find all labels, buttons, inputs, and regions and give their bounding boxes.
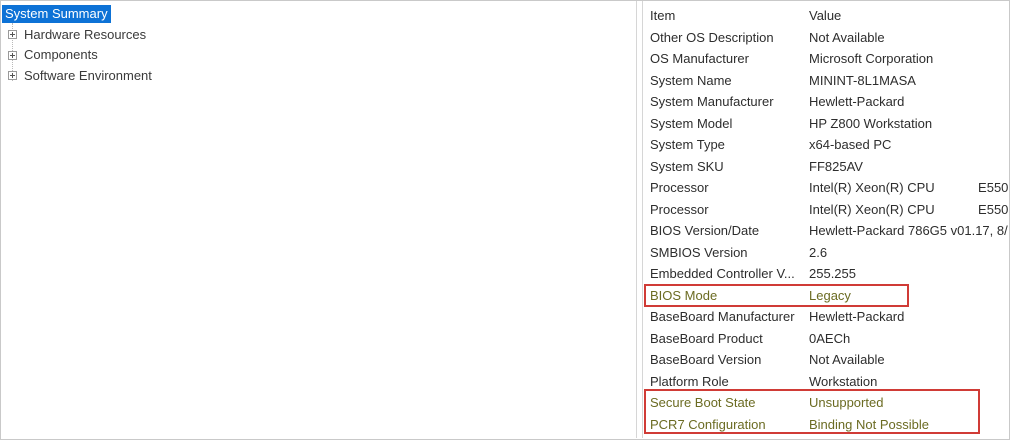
- item-cell: Secure Boot State: [650, 395, 756, 410]
- item-cell: OS Manufacturer: [650, 51, 749, 66]
- value-cell: Hewlett-Packard: [809, 309, 905, 324]
- column-header-value[interactable]: Value: [809, 8, 842, 23]
- table-row-smbios-version[interactable]: SMBIOS Version 2.6: [643, 242, 1009, 264]
- table-row-embedded-controller-v[interactable]: Embedded Controller V... 255.255: [643, 263, 1009, 285]
- item-cell: System Name: [650, 72, 732, 88]
- value-cell: FF825AV: [809, 158, 863, 174]
- tree-item-label: Hardware Resources: [24, 26, 147, 42]
- value-cell: 2.6: [809, 244, 828, 260]
- item-cell: System Type: [650, 137, 725, 152]
- item-cell: BaseBoard Product: [650, 330, 763, 346]
- tree-item-hardware-resources[interactable]: Hardware Resources: [1, 25, 636, 46]
- value-cell: Intel(R) Xeon(R) CPU E5506: [809, 180, 1009, 195]
- table-row-processor[interactable]: Processor Intel(R) Xeon(R) CPU E5506: [643, 177, 1009, 199]
- table-row-baseboard-product[interactable]: BaseBoard Product 0AECh: [643, 328, 1009, 350]
- value-cell: Hewlett-Packard: [809, 94, 905, 109]
- table-row-bios-version-date[interactable]: BIOS Version/Date Hewlett-Packard 786G5 v…: [643, 220, 1009, 242]
- expand-plus-icon[interactable]: [8, 30, 17, 40]
- tree-item-software-environment[interactable]: Software Environment: [1, 66, 636, 87]
- item-cell: Processor: [650, 201, 709, 217]
- table-row-baseboard-manufacturer[interactable]: BaseBoard Manufacturer Hewlett-Packard: [643, 306, 1009, 328]
- item-cell: Embedded Controller V...: [650, 266, 795, 281]
- item-cell: SMBIOS Version: [650, 244, 748, 260]
- value-cell: x64-based PC: [809, 137, 892, 152]
- tree-item-label: Software Environment: [24, 67, 152, 83]
- expand-plus-icon[interactable]: [8, 71, 17, 81]
- value-cell: Unsupported: [809, 395, 884, 410]
- table-row-system-type[interactable]: System Type x64-based PC: [643, 134, 1009, 156]
- item-cell: BaseBoard Version: [650, 352, 762, 367]
- item-cell: System Model: [650, 115, 733, 131]
- item-cell: BaseBoard Manufacturer: [650, 309, 795, 324]
- item-cell: BIOS Mode: [650, 287, 718, 303]
- value-cell: 255.255: [809, 266, 856, 281]
- table-row-pcr7-configuration[interactable]: PCR7 Configuration Binding Not Possible: [643, 414, 1009, 436]
- tree-item-label: Components: [24, 47, 98, 63]
- item-cell: Processor: [650, 180, 709, 195]
- value-cell: Not Available: [809, 29, 885, 45]
- item-cell: BIOS Version/Date: [650, 223, 760, 238]
- value-cell: Not Available: [809, 352, 885, 367]
- value-cell: HP Z800 Workstation: [809, 115, 933, 131]
- value-cell: Microsoft Corporation: [809, 51, 934, 66]
- value-cell: Intel(R) Xeon(R) CPU E5506: [809, 201, 1009, 217]
- table-row-secure-boot-state[interactable]: Secure Boot State Unsupported: [643, 392, 1009, 414]
- value-cell: Workstation: [809, 373, 878, 389]
- table-row-processor[interactable]: Processor Intel(R) Xeon(R) CPU E5506: [643, 199, 1009, 221]
- table-row-os-manufacturer[interactable]: OS Manufacturer Microsoft Corporation: [643, 48, 1009, 70]
- item-cell: System SKU: [650, 158, 724, 174]
- item-cell: PCR7 Configuration: [650, 416, 766, 432]
- column-header-row: Item Value: [643, 5, 1009, 27]
- tree-item-label: System Summary: [2, 5, 111, 24]
- table-row-baseboard-version[interactable]: BaseBoard Version Not Available: [643, 349, 1009, 371]
- table-row-system-manufacturer[interactable]: System Manufacturer Hewlett-Packard: [643, 91, 1009, 113]
- value-cell: MININT-8L1MASA: [809, 72, 916, 88]
- value-cell: 0AECh: [809, 330, 851, 346]
- item-cell: System Manufacturer: [650, 94, 774, 109]
- value-cell: Hewlett-Packard 786G5 v01.17, 8/: [809, 223, 1008, 238]
- value-cell: Legacy: [809, 287, 851, 303]
- item-cell: Other OS Description: [650, 29, 774, 45]
- item-cell: Platform Role: [650, 373, 729, 389]
- table-row-platform-role[interactable]: Platform Role Workstation: [643, 371, 1009, 393]
- table-row-bios-mode[interactable]: BIOS Mode Legacy: [643, 285, 1009, 307]
- table-row-system-model[interactable]: System Model HP Z800 Workstation: [643, 113, 1009, 135]
- tree-item-system-summary[interactable]: System Summary: [1, 4, 636, 25]
- table-row-system-sku[interactable]: System SKU FF825AV: [643, 156, 1009, 178]
- column-header-item[interactable]: Item: [650, 8, 676, 23]
- tree-item-components[interactable]: Components: [1, 45, 636, 66]
- table-row-other-os-description[interactable]: Other OS Description Not Available: [643, 27, 1009, 49]
- value-cell: Binding Not Possible: [809, 416, 929, 432]
- table-row-system-name[interactable]: System Name MININT-8L1MASA: [643, 70, 1009, 92]
- expand-plus-icon[interactable]: [8, 50, 17, 60]
